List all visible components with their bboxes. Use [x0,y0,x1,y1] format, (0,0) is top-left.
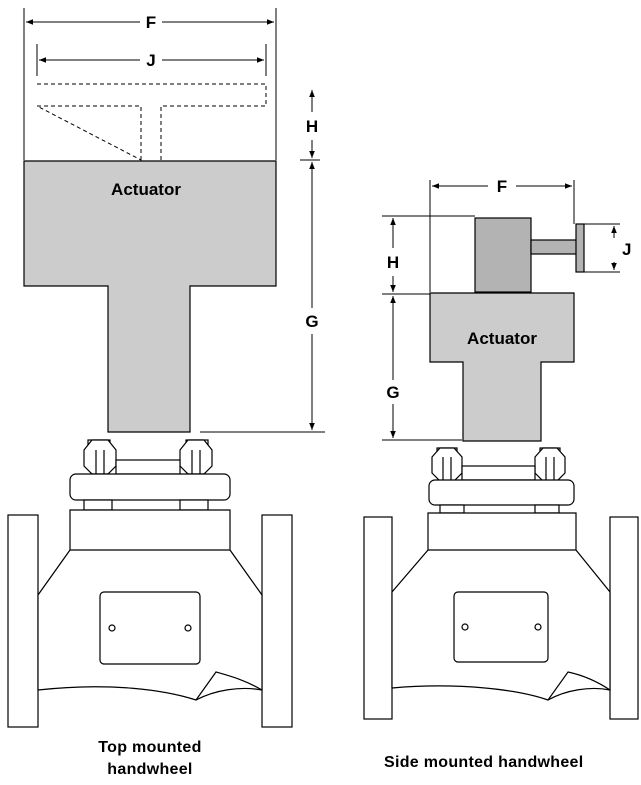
label-g-left: G [305,312,318,331]
actuator-label-left: Actuator [111,180,181,199]
handwheel-dashed-outline [36,83,267,161]
dimension-h-right: H [382,215,475,295]
side-handwheel [474,217,585,293]
label-g-right: G [386,383,399,402]
label-f-left: F [146,13,156,32]
caption-top-mounted-line2: handwheel [107,761,193,778]
label-h-left: H [306,117,318,136]
top-mounted-assembly: F J H G Actuator [7,8,325,728]
caption-top-mounted-line1: Top mounted [98,739,202,756]
caption-side-mounted-text: Side mounted handwheel [384,754,584,771]
label-j-right: J [622,240,631,259]
dimension-j-left: J [36,44,267,76]
actuator-label-right: Actuator [467,329,537,348]
dimension-f-right: F [429,177,575,292]
caption-side-mounted: Side mounted handwheel [384,752,639,774]
label-h-right: H [387,253,399,272]
dimension-f-left: F [23,8,277,160]
label-f-right: F [497,177,507,196]
valve-body-right [363,512,639,720]
dimension-j-right: J [584,223,631,273]
caption-top-mounted: Top mounted handwheel [60,737,240,781]
actuator-body-right [429,292,575,442]
side-mounted-assembly: F H G J [363,177,639,720]
dimension-g-left: G [200,162,325,433]
dimension-g-right: G [382,296,462,441]
actuator-body-left [23,160,277,433]
label-j-left: J [146,51,155,70]
bonnet-bolts-left [69,439,231,511]
dimension-h-left: H [300,90,320,161]
bonnet-bolts-right [428,447,575,514]
valve-body-left [7,509,293,728]
